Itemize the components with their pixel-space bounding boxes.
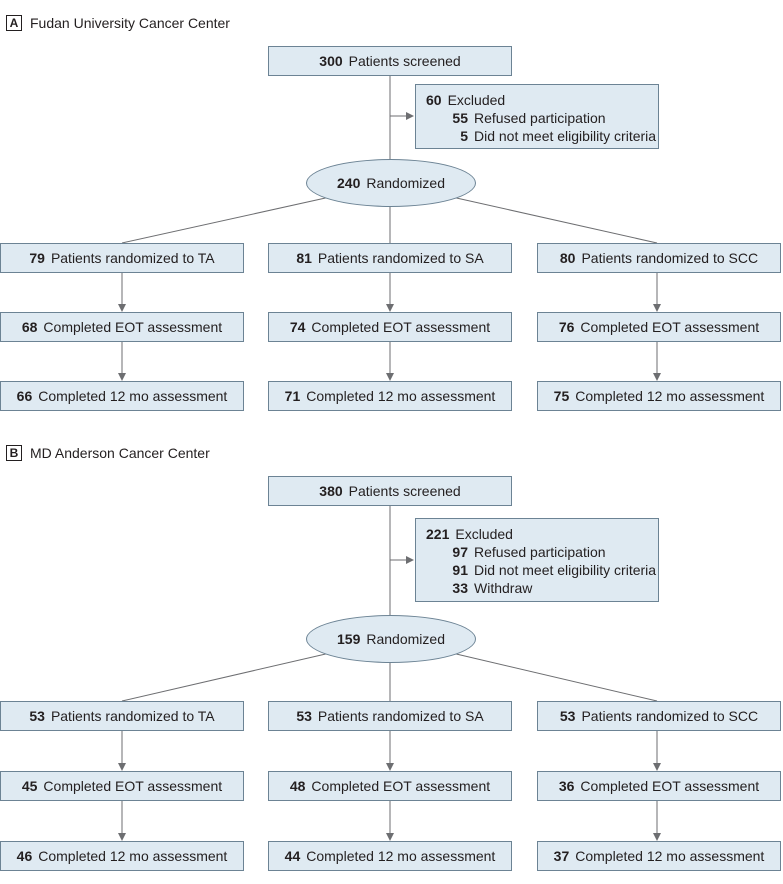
reason-count: 97 bbox=[452, 544, 468, 560]
screened-box: 380 Patients screened bbox=[268, 476, 512, 506]
label: Completed EOT assessment bbox=[311, 778, 491, 794]
arm-sa-12mo-box: 44 Completed 12 mo assessment bbox=[268, 841, 512, 871]
reason-label: Refused participation bbox=[474, 544, 606, 560]
arm-sa-eot-box: 48 Completed EOT assessment bbox=[268, 771, 512, 801]
count: 44 bbox=[284, 848, 301, 864]
screened-label: Patients screened bbox=[348, 483, 461, 499]
screened-box: 300 Patients screened bbox=[268, 46, 512, 76]
count: 36 bbox=[558, 778, 575, 794]
count: 53 bbox=[559, 708, 576, 724]
label: Completed 12 mo assessment bbox=[38, 848, 228, 864]
count: 74 bbox=[289, 319, 306, 335]
connector-lines bbox=[118, 505, 661, 841]
arm-scc-randomized-box: 53 Patients randomized to SCC bbox=[537, 701, 781, 731]
label: Completed EOT assessment bbox=[43, 778, 223, 794]
excluded-count: 60 bbox=[426, 92, 442, 108]
randomized-count: 159 bbox=[337, 631, 361, 647]
arm-scc-eot-box: 76 Completed EOT assessment bbox=[537, 312, 781, 342]
excluded-count: 221 bbox=[426, 526, 450, 542]
randomized-ellipse: 240 Randomized bbox=[306, 159, 476, 207]
screened-label: Patients screened bbox=[348, 53, 461, 69]
panel-a: A Fudan University Cancer Center 300 Pat… bbox=[0, 0, 783, 430]
label: Patients randomized to SA bbox=[317, 708, 484, 724]
label: Completed 12 mo assessment bbox=[306, 848, 496, 864]
label: Completed 12 mo assessment bbox=[38, 388, 228, 404]
reason-label: Refused participation bbox=[474, 110, 606, 126]
excluded-reason: 55 Refused participation bbox=[426, 109, 658, 127]
arm-scc-eot-box: 36 Completed EOT assessment bbox=[537, 771, 781, 801]
label: Patients randomized to SCC bbox=[581, 708, 759, 724]
arm-ta-randomized-box: 53 Patients randomized to TA bbox=[0, 701, 244, 731]
label: Patients randomized to TA bbox=[50, 250, 215, 266]
panel-letter: A bbox=[6, 15, 22, 31]
excluded-reason: 97 Refused participation bbox=[426, 543, 658, 561]
reason-label: Did not meet eligibility criteria bbox=[474, 128, 657, 144]
arm-sa-eot-box: 74 Completed EOT assessment bbox=[268, 312, 512, 342]
excluded-reason: 5 Did not meet eligibility criteria bbox=[426, 127, 658, 145]
count: 45 bbox=[21, 778, 38, 794]
label: Completed 12 mo assessment bbox=[575, 848, 765, 864]
excluded-reason: 33 Withdraw bbox=[426, 579, 658, 597]
count: 79 bbox=[29, 250, 45, 266]
panel-b: B MD Anderson Cancer Center 380 Patients… bbox=[0, 430, 783, 884]
label: Patients randomized to SCC bbox=[581, 250, 759, 266]
randomized-count: 240 bbox=[337, 175, 361, 191]
panel-header: A Fudan University Cancer Center bbox=[6, 14, 230, 32]
panel-title: MD Anderson Cancer Center bbox=[30, 445, 210, 461]
panel-header: B MD Anderson Cancer Center bbox=[6, 444, 210, 462]
panel-title: Fudan University Cancer Center bbox=[30, 15, 230, 31]
arm-sa-randomized-box: 53 Patients randomized to SA bbox=[268, 701, 512, 731]
count: 80 bbox=[559, 250, 576, 266]
label: Completed EOT assessment bbox=[311, 319, 491, 335]
count: 66 bbox=[16, 388, 33, 404]
count: 53 bbox=[296, 708, 312, 724]
count: 53 bbox=[29, 708, 45, 724]
count: 68 bbox=[21, 319, 38, 335]
arm-sa-12mo-box: 71 Completed 12 mo assessment bbox=[268, 381, 512, 411]
reason-count: 91 bbox=[452, 562, 468, 578]
count: 46 bbox=[16, 848, 33, 864]
randomized-label: Randomized bbox=[366, 631, 445, 647]
screened-count: 300 bbox=[319, 53, 343, 69]
randomized-label: Randomized bbox=[366, 175, 445, 191]
label: Patients randomized to SA bbox=[317, 250, 484, 266]
count: 75 bbox=[553, 388, 570, 404]
arm-scc-randomized-box: 80 Patients randomized to SCC bbox=[537, 243, 781, 273]
connector-lines bbox=[118, 75, 661, 381]
arm-scc-12mo-box: 37 Completed 12 mo assessment bbox=[537, 841, 781, 871]
reason-label: Did not meet eligibility criteria bbox=[474, 562, 657, 578]
arm-ta-eot-box: 68 Completed EOT assessment bbox=[0, 312, 244, 342]
arm-ta-randomized-box: 79 Patients randomized to TA bbox=[0, 243, 244, 273]
screened-count: 380 bbox=[319, 483, 343, 499]
count: 81 bbox=[296, 250, 312, 266]
label: Completed EOT assessment bbox=[580, 778, 760, 794]
arm-ta-12mo-box: 66 Completed 12 mo assessment bbox=[0, 381, 244, 411]
count: 71 bbox=[284, 388, 301, 404]
label: Completed EOT assessment bbox=[580, 319, 760, 335]
excluded-label: Excluded bbox=[455, 526, 513, 542]
count: 76 bbox=[558, 319, 575, 335]
excluded-total: 221 Excluded bbox=[426, 525, 658, 543]
reason-count: 33 bbox=[452, 580, 468, 596]
arm-ta-eot-box: 45 Completed EOT assessment bbox=[0, 771, 244, 801]
count: 48 bbox=[289, 778, 306, 794]
reason-label: Withdraw bbox=[474, 580, 533, 596]
label: Patients randomized to TA bbox=[50, 708, 215, 724]
reason-count: 5 bbox=[460, 128, 468, 144]
excluded-box: 221 Excluded 97 Refused participation 91… bbox=[415, 518, 659, 602]
excluded-total: 60 Excluded bbox=[426, 91, 658, 109]
arm-scc-12mo-box: 75 Completed 12 mo assessment bbox=[537, 381, 781, 411]
count: 37 bbox=[553, 848, 570, 864]
arm-ta-12mo-box: 46 Completed 12 mo assessment bbox=[0, 841, 244, 871]
label: Completed 12 mo assessment bbox=[575, 388, 765, 404]
arm-sa-randomized-box: 81 Patients randomized to SA bbox=[268, 243, 512, 273]
excluded-label: Excluded bbox=[447, 92, 506, 108]
excluded-box: 60 Excluded 55 Refused participation 5 D… bbox=[415, 84, 659, 149]
label: Completed 12 mo assessment bbox=[306, 388, 496, 404]
excluded-reason: 91 Did not meet eligibility criteria bbox=[426, 561, 658, 579]
randomized-ellipse: 159 Randomized bbox=[306, 615, 476, 663]
reason-count: 55 bbox=[452, 110, 468, 126]
panel-letter: B bbox=[6, 445, 22, 461]
label: Completed EOT assessment bbox=[43, 319, 223, 335]
